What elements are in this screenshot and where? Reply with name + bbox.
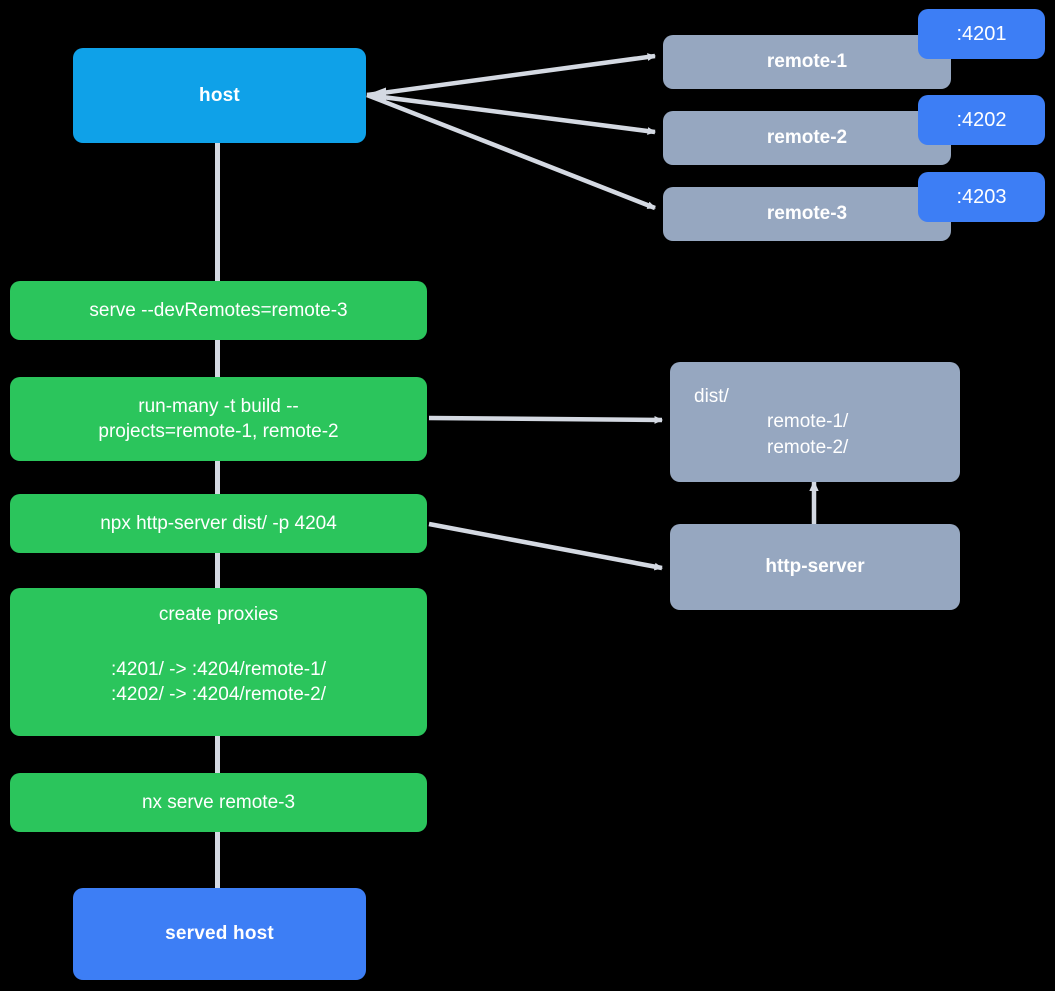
badge-remote-1-port-label: :4201: [956, 22, 1007, 45]
badge-remote-3-port-label: :4203: [956, 185, 1007, 208]
node-remote-1[interactable]: remote-1: [663, 35, 951, 89]
edge-runmany-to-dist: [428, 415, 664, 424]
node-served-host[interactable]: served host: [73, 888, 366, 980]
node-host-label: host: [199, 84, 240, 106]
node-nx-serve-command[interactable]: nx serve remote-3: [10, 773, 427, 832]
edge-host-to-remote-1: [366, 53, 657, 98]
connector-npx-to-proxies: [215, 553, 220, 588]
edge-remotes-to-host-arrowhead: [366, 87, 386, 103]
connector-runmany-to-npx: [215, 460, 220, 495]
node-http-server-label: http-server: [765, 556, 865, 578]
node-create-proxies-line-1: :4201/ -> :4204/remote-1/: [111, 659, 326, 681]
connector-host-to-serve: [215, 143, 220, 283]
node-remote-2[interactable]: remote-2: [663, 111, 951, 165]
node-remote-1-label: remote-1: [766, 51, 848, 73]
node-create-proxies[interactable]: create proxies :4201/ -> :4204/remote-1/…: [10, 588, 427, 736]
edge-npx-to-httpserver: [428, 521, 664, 571]
node-run-many-command-label: run-many -t build -- projects=remote-1, …: [98, 395, 339, 442]
connector-proxies-to-nxserve: [215, 736, 220, 774]
node-remote-3-label: remote-3: [766, 203, 848, 225]
node-dist-line-1: dist/: [694, 386, 729, 408]
node-http-server[interactable]: http-server: [670, 524, 960, 610]
node-nx-serve-command-label: nx serve remote-3: [141, 791, 296, 813]
node-npx-http-server-command[interactable]: npx http-server dist/ -p 4204: [10, 494, 427, 553]
node-create-proxies-title: create proxies: [158, 604, 279, 625]
node-dist-line-3: remote-2/: [767, 436, 849, 458]
edge-host-to-remote-2: [366, 92, 657, 135]
node-host[interactable]: host: [73, 48, 366, 143]
node-npx-http-server-command-label: npx http-server dist/ -p 4204: [100, 512, 337, 534]
node-remote-2-label: remote-2: [766, 127, 848, 149]
connector-serve-to-runmany: [215, 338, 220, 378]
node-run-many-command[interactable]: run-many -t build -- projects=remote-1, …: [10, 377, 427, 461]
badge-remote-3-port: :4203: [918, 172, 1045, 222]
node-served-host-label: served host: [165, 923, 274, 945]
node-serve-command-label: serve --devRemotes=remote-3: [89, 299, 348, 321]
badge-remote-2-port: :4202: [918, 95, 1045, 145]
node-create-proxies-line-2: :4202/ -> :4204/remote-2/: [111, 684, 326, 706]
badge-remote-2-port-label: :4202: [956, 108, 1007, 131]
node-serve-command[interactable]: serve --devRemotes=remote-3: [10, 281, 427, 340]
edge-host-to-remote-3: [366, 92, 657, 211]
connector-nxserve-to-servedhost: [215, 831, 220, 888]
node-dist-directory[interactable]: dist/ remote-1/ remote-2/: [670, 362, 960, 482]
badge-remote-1-port: :4201: [918, 9, 1045, 59]
node-dist-line-2: remote-1/: [767, 411, 849, 433]
node-remote-3[interactable]: remote-3: [663, 187, 951, 241]
